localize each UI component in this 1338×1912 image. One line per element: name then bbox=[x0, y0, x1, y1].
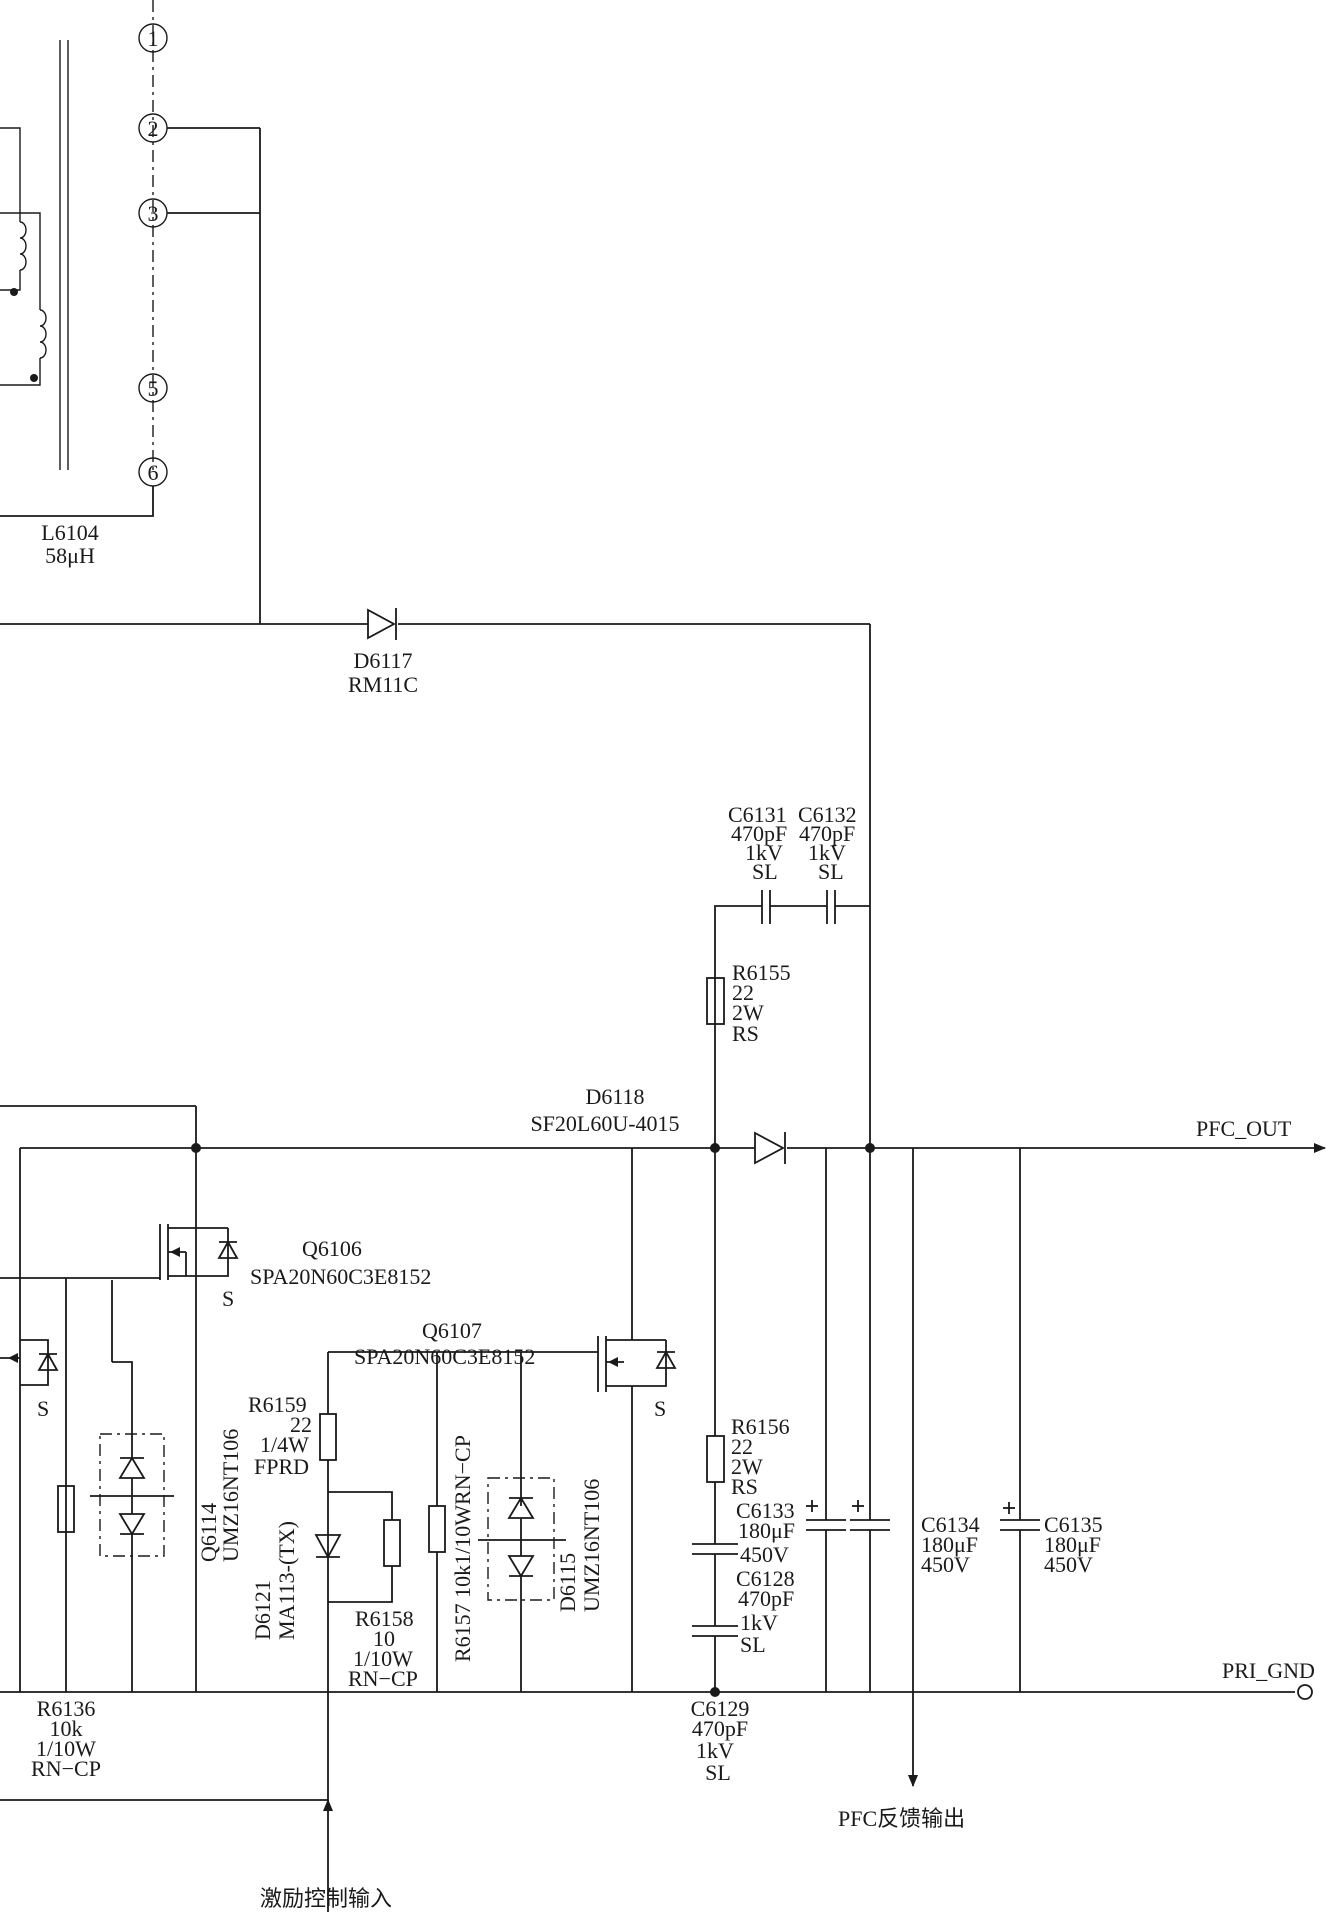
c6135-ref: C6135 bbox=[1044, 1512, 1103, 1537]
inductor-ref: L6104 bbox=[41, 520, 98, 545]
gate-network-q6107: R6159 22 1/4W FPRD D6121 MA113-(TX) R615… bbox=[248, 1351, 598, 1692]
pin-2-label: 2 bbox=[148, 116, 159, 141]
r6159-ref: R6159 bbox=[248, 1392, 307, 1417]
mosfet-q6107: Q6107 SPA20N60C3E8152 S bbox=[354, 1148, 677, 1692]
c6131-type: SL bbox=[752, 859, 778, 884]
zener-d6115: D6115 UMZ16NT106 bbox=[478, 1352, 604, 1692]
c6131-ref: C6131 bbox=[728, 802, 787, 827]
pin-5: 5 bbox=[138, 373, 168, 403]
r6159-type: FPRD bbox=[254, 1454, 309, 1479]
r6155-type: RS bbox=[732, 1021, 759, 1046]
r6156-power: 2W bbox=[731, 1454, 763, 1479]
r6159-power: 1/4W bbox=[260, 1432, 309, 1457]
q6106-ref: Q6106 bbox=[302, 1236, 362, 1261]
c6131-voltage: 1kV bbox=[745, 840, 783, 865]
pfc-feedback: PFC反馈输出 bbox=[838, 1148, 965, 1831]
c6129-voltage: 1kV bbox=[696, 1738, 734, 1763]
r6156-ref: R6156 bbox=[731, 1414, 790, 1439]
pin-6: 6 bbox=[138, 457, 168, 487]
c6133-ref: C6133 bbox=[736, 1498, 795, 1523]
pin-2: 2 bbox=[138, 113, 168, 143]
snubber: C6131 470pF 1kV SL C6132 470pF 1kV SL R6… bbox=[706, 802, 870, 1148]
q6107-part: SPA20N60C3E8152 bbox=[354, 1344, 535, 1369]
left-mos-pin: S bbox=[37, 1396, 49, 1421]
r6136-type: RN−CP bbox=[31, 1756, 101, 1781]
d6117-ref: D6117 bbox=[353, 648, 412, 673]
d6118-part: SF20L60U-4015 bbox=[530, 1111, 679, 1136]
inductor-value: 58μH bbox=[45, 543, 95, 568]
drive-input-label: 激励控制输入 bbox=[260, 1886, 392, 1911]
resistor-r6136: R6136 10k 1/10W RN−CP bbox=[31, 1696, 101, 1781]
c6131-value: 470pF bbox=[731, 821, 787, 846]
c6132-ref: C6132 bbox=[798, 802, 857, 827]
d6115-ref: D6115 bbox=[555, 1553, 580, 1612]
pfc-feedback-label: PFC反馈输出 bbox=[838, 1806, 965, 1831]
c6128-ref: C6128 bbox=[736, 1566, 795, 1591]
c6129-value: 470pF bbox=[692, 1716, 748, 1741]
c6129-type: SL bbox=[705, 1760, 731, 1785]
mosfet-q6106: Q6106 SPA20N60C3E8152 S bbox=[0, 1224, 431, 1311]
diode-d6117: D6117 RM11C bbox=[348, 608, 418, 697]
r6136-value: 10k bbox=[50, 1716, 83, 1741]
q6107-pin: S bbox=[654, 1396, 666, 1421]
pri-gnd-label: PRI_GND bbox=[1222, 1658, 1315, 1683]
diode-d6118: D6118 SF20L60U-4015 bbox=[530, 1084, 786, 1165]
r6158-power: 1/10W bbox=[353, 1646, 413, 1671]
drive-input: 激励控制输入 bbox=[0, 1692, 392, 1912]
q6106-part: SPA20N60C3E8152 bbox=[250, 1264, 431, 1289]
d6115-part: UMZ16NT106 bbox=[579, 1479, 604, 1612]
c6129-ref: C6129 bbox=[691, 1696, 750, 1721]
r6155-ref: R6155 bbox=[732, 960, 791, 985]
c6132-type: SL bbox=[818, 859, 844, 884]
r6155-value: 22 bbox=[732, 980, 754, 1005]
c6134-ref: C6134 bbox=[921, 1512, 980, 1537]
r6158-ref: R6158 bbox=[355, 1606, 414, 1631]
r6158-type: RN−CP bbox=[348, 1666, 418, 1691]
r6157-label: R6157 10k1/10WRN−CP bbox=[450, 1435, 475, 1662]
mosfet-left: S bbox=[0, 1339, 59, 1421]
d6121-ref: D6121 bbox=[250, 1580, 275, 1640]
d6118-ref: D6118 bbox=[585, 1084, 644, 1109]
wires-top bbox=[0, 127, 871, 1148]
pfc-out-label: PFC_OUT bbox=[1196, 1116, 1292, 1141]
c6133-value: 180μF bbox=[738, 1518, 795, 1543]
pin-6-label: 6 bbox=[148, 460, 159, 485]
bulk-caps: C6134 180μF 450V C6135 180μF 450V bbox=[806, 1148, 1103, 1692]
c6134-voltage: 450V bbox=[921, 1552, 970, 1577]
d6121-part: MA113-(TX) bbox=[274, 1521, 299, 1640]
pin-5-label: 5 bbox=[148, 376, 159, 401]
r6158-value: 10 bbox=[373, 1626, 395, 1651]
pin-1-label: 1 bbox=[148, 26, 159, 51]
q6114-part: UMZ16NT106 bbox=[218, 1429, 243, 1562]
r6136-ref: R6136 bbox=[37, 1696, 96, 1721]
connector: 1 2 3 5 6 bbox=[138, 0, 168, 487]
rc-chain: R6156 22 2W RS C6133 180μF 450V C6128 47… bbox=[691, 1148, 795, 1785]
c6134-value: 180μF bbox=[921, 1532, 978, 1557]
c6135-value: 180μF bbox=[1044, 1532, 1101, 1557]
r6159-value: 22 bbox=[290, 1412, 312, 1437]
c6128-voltage: 1kV bbox=[740, 1610, 778, 1635]
c6133-voltage: 450V bbox=[740, 1542, 789, 1567]
r6156-value: 22 bbox=[731, 1434, 753, 1459]
d6117-part: RM11C bbox=[348, 672, 418, 697]
c6132-value: 470pF bbox=[799, 821, 855, 846]
zener-q6114: Q6114 UMZ16NT106 bbox=[57, 1278, 243, 1692]
pin-1: 1 bbox=[138, 23, 168, 53]
c6135-voltage: 450V bbox=[1044, 1552, 1093, 1577]
c6132-voltage: 1kV bbox=[808, 840, 846, 865]
c6128-type: SL bbox=[740, 1632, 766, 1657]
main-rails: PFC_OUT PRI_GND bbox=[0, 1105, 1326, 1700]
c6128-value: 470pF bbox=[738, 1586, 794, 1611]
q6106-pin: S bbox=[222, 1286, 234, 1311]
pin-3-label: 3 bbox=[148, 201, 159, 226]
r6136-power: 1/10W bbox=[36, 1736, 96, 1761]
inductor-l6104: L6104 58μH bbox=[0, 40, 99, 568]
pin-3: 3 bbox=[138, 198, 168, 228]
r6156-type: RS bbox=[731, 1474, 758, 1499]
r6155-power: 2W bbox=[732, 1000, 764, 1025]
q6114-ref: Q6114 bbox=[196, 1503, 221, 1562]
q6107-ref: Q6107 bbox=[422, 1318, 482, 1343]
